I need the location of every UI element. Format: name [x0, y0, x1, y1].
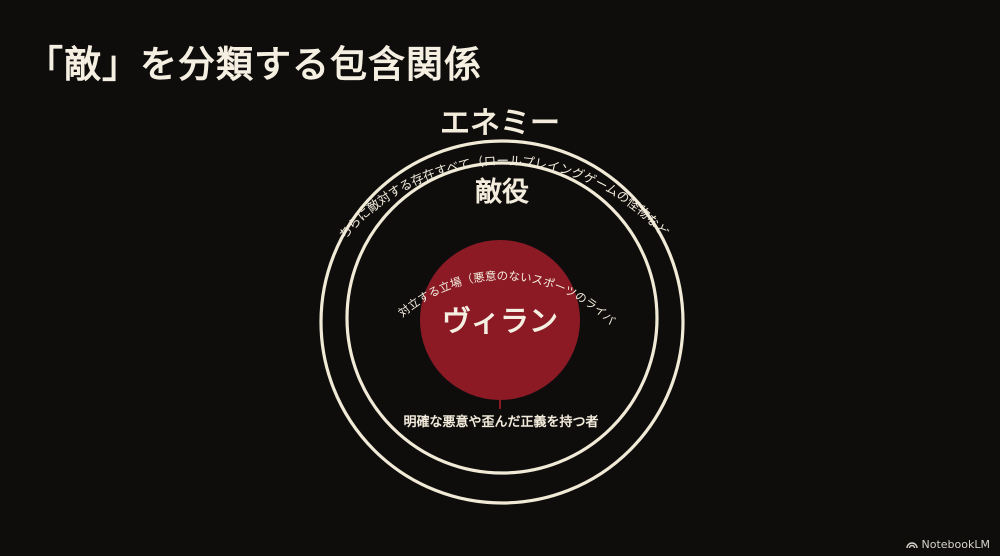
notebooklm-logo-icon — [905, 542, 918, 549]
middle-ring — [345, 161, 659, 475]
inner-label: ヴィラン — [442, 304, 558, 338]
core-circle — [420, 240, 580, 400]
page-title: 「敵」を分類する包含関係 — [26, 42, 482, 86]
inner-description: 明確な悪意や歪んだ正義を持つ者 — [403, 414, 598, 430]
outer-ring — [319, 139, 685, 505]
outer-description-text: こちらに敵対する存在すべて（ロールプレイングゲームの怪物など） — [0, 0, 672, 242]
notebooklm-watermark: NotebookLM — [905, 538, 990, 551]
outer-description: こちらに敵対する存在すべて（ロールプレイングゲームの怪物など） — [0, 0, 672, 242]
outer-label: エネミー — [440, 106, 560, 141]
middle-label: 敵役 — [475, 176, 529, 208]
watermark-text: NotebookLM — [921, 538, 990, 551]
